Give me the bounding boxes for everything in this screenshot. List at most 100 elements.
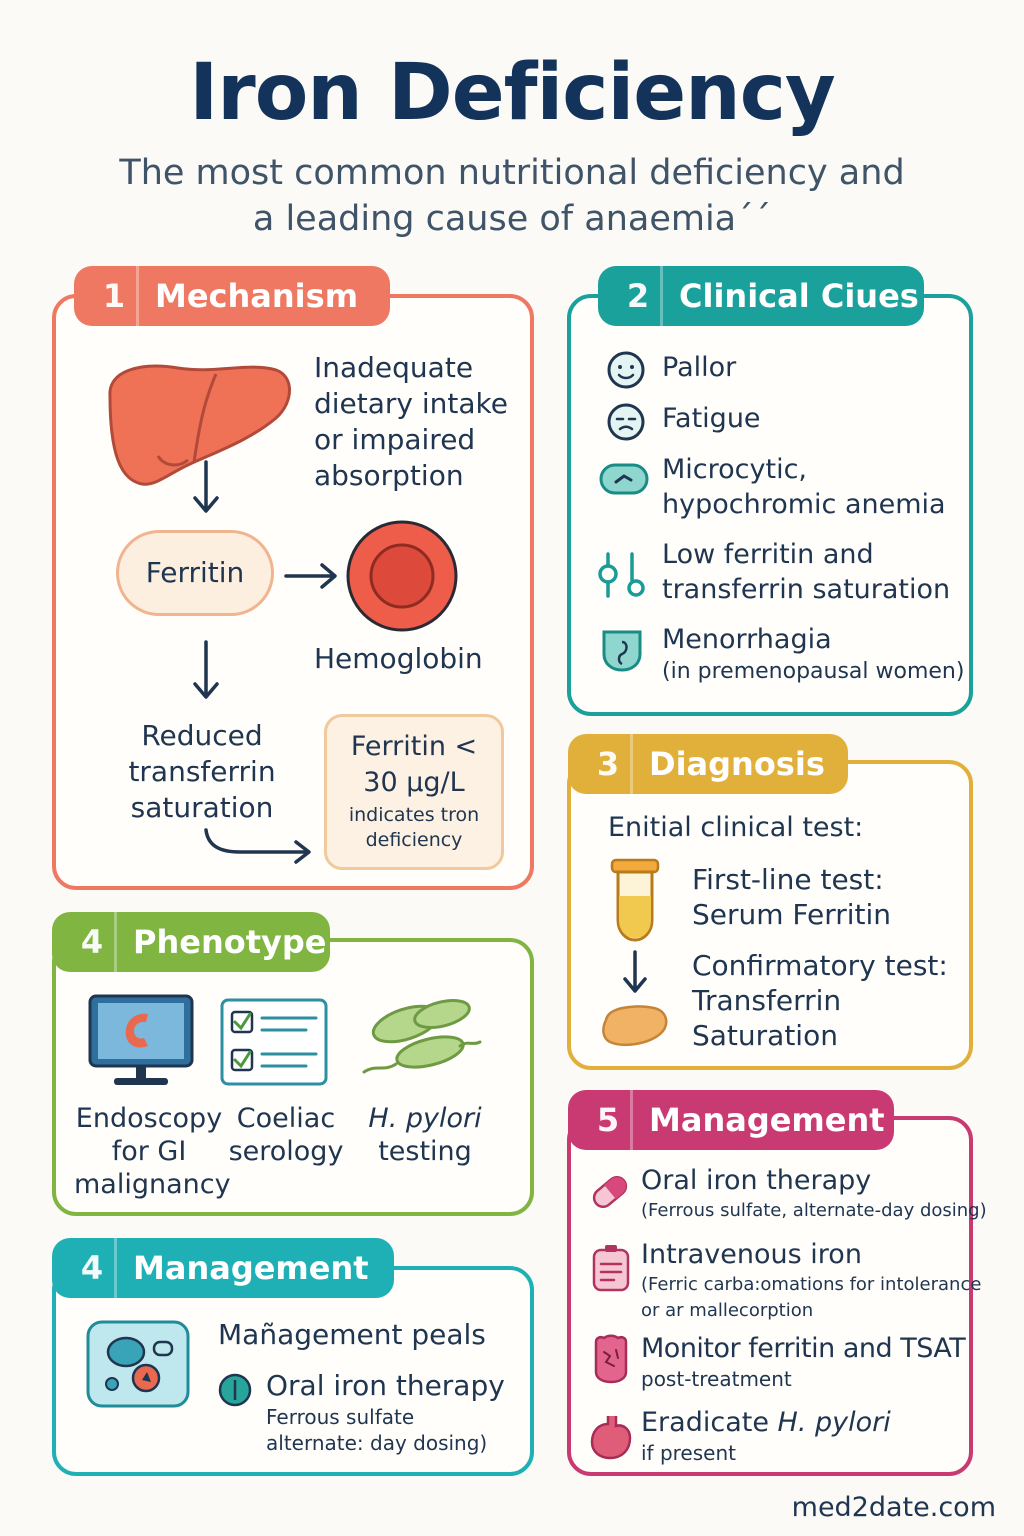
- section-number: 4: [70, 1238, 117, 1298]
- management-item-detail: (Ferrous sulfate, alternate-day dosing): [641, 1200, 987, 1221]
- curved-arrow-icon: [204, 828, 311, 864]
- endoscopy-monitor-icon: [88, 994, 194, 1085]
- management-right-panel: [567, 1116, 973, 1476]
- section-number: 3: [586, 734, 633, 794]
- subtitle-line: The most common nutritional deficiency a…: [119, 153, 905, 193]
- phenotype-line: serology: [228, 1136, 344, 1167]
- clinical-badge: 2 Clinical Ciues: [598, 266, 924, 326]
- bacteria-icon: [362, 999, 482, 1074]
- section-number: 1: [92, 266, 139, 326]
- threshold-note: indicates tron: [348, 804, 480, 826]
- management-item-detail: alternate: day dosing): [266, 1431, 488, 1455]
- diagnosis-badge: 3 Diagnosis: [568, 734, 848, 794]
- test-label: Confirmatory test:: [692, 949, 948, 982]
- footer-site: med2date.com: [791, 1492, 996, 1523]
- clinical-item-title: Microcytic,: [662, 454, 808, 485]
- cause-text: Inadequate dietary intake or impaired ab…: [314, 350, 508, 494]
- face-icon: [607, 351, 645, 389]
- threshold-line: Ferritin <: [350, 731, 478, 762]
- clinical-item: Microcytic, hypochromic anemia: [662, 452, 946, 522]
- diagnosis-intro: Enitial clinical test:: [608, 812, 864, 843]
- title-emphasis: H. pylori: [777, 1407, 891, 1438]
- phenotype-line: Coeliac: [236, 1103, 336, 1134]
- hemoglobin-label: Hemoglobin: [314, 642, 483, 675]
- phenotype-line: malignancy: [74, 1169, 231, 1200]
- phenotype-line: testing: [378, 1136, 472, 1167]
- lab-markers-icon: [598, 552, 645, 598]
- pill-icon: [592, 1175, 628, 1209]
- management-item-detail: (Ferric carba:omations for intolerance: [641, 1274, 982, 1295]
- phenotype-item: Coeliac serology: [226, 1102, 346, 1168]
- tired-face-icon: [607, 403, 645, 441]
- clinical-item-title: Fatigue: [662, 403, 761, 434]
- test-name: Serum Ferritin: [692, 898, 892, 931]
- management-item-title: Intravenous iron: [641, 1239, 862, 1270]
- liver-icon: [108, 364, 291, 486]
- first-line-test: First-line test: Serum Ferritin: [692, 862, 891, 932]
- section-title: Diagnosis: [649, 745, 825, 783]
- arrow-down-icon: [623, 950, 647, 993]
- clinical-item-title: Menorrhagia: [662, 624, 832, 655]
- ferritin-pill: Ferritin: [116, 530, 274, 616]
- phenotype-item: Endoscopy for GI malignancy: [74, 1102, 231, 1201]
- arrow-right-icon: [284, 563, 337, 589]
- uterus-icon: [602, 630, 642, 672]
- management-item: Intravenous iron (Ferric carba:omations …: [641, 1238, 981, 1324]
- ferritin-label: Ferritin: [145, 556, 245, 589]
- mechanism-badge: 1 Mechanism: [74, 266, 390, 326]
- section-number: 2: [616, 266, 663, 326]
- subtitle-line: a leading cause of anaemia´´: [252, 199, 772, 239]
- section-title: Clinical Ciues: [679, 277, 919, 315]
- stomach-icon: [590, 1416, 632, 1460]
- management-item-detail: post-treatment: [641, 1367, 792, 1391]
- clinical-item: Menorrhagia (in premenopausal women): [662, 622, 964, 687]
- section-number: 5: [586, 1090, 633, 1150]
- checklist-icon: [220, 998, 328, 1086]
- ferritin-threshold-box: Ferritin < 30 µg/L indicates tron defici…: [324, 714, 504, 870]
- page-subtitle: The most common nutritional deficiency a…: [62, 150, 962, 242]
- arrow-down-icon: [193, 460, 219, 513]
- phenotype-line: H. pylori: [368, 1103, 482, 1134]
- iv-bag-icon: [592, 1245, 630, 1292]
- clinical-item-detail: transferrin saturation: [662, 574, 951, 605]
- management-item: Oral iron therapy (Ferrous sulfate, alte…: [641, 1164, 987, 1224]
- confirmatory-test: Confirmatory test: Transferrin Saturatio…: [692, 948, 948, 1053]
- phenotype-line: Endoscopy: [75, 1103, 223, 1134]
- red-blood-cell-icon: [346, 520, 458, 632]
- clinical-item: Fatigue: [662, 401, 761, 436]
- reduced-line: Reduced: [141, 719, 263, 752]
- red-blood-cell-icon: [599, 463, 649, 495]
- management-item-title: Oral iron therapy: [266, 1369, 505, 1402]
- title-prefix: Eradicate: [641, 1407, 778, 1438]
- spleen-icon: [602, 1005, 668, 1046]
- clinical-item-title: Pallor: [662, 352, 737, 383]
- test-name: Transferrin: [692, 984, 842, 1017]
- cause-line: Inadequate: [314, 351, 474, 384]
- capsule-icon: [218, 1373, 252, 1407]
- test-name: Saturation: [692, 1019, 838, 1052]
- reduced-line: saturation: [130, 791, 274, 824]
- cause-line: absorption: [314, 459, 464, 492]
- cause-line: dietary intake: [314, 387, 509, 420]
- management-heading: Mañagement peals: [218, 1318, 486, 1351]
- clinical-item: Pallor: [662, 350, 736, 385]
- management-item-title: Oral iron therapy: [641, 1165, 872, 1196]
- management-item: Eradicate H. pylori if present: [641, 1406, 891, 1466]
- phenotype-item: H. pylori testing: [356, 1102, 494, 1168]
- arrow-down-icon: [193, 640, 219, 699]
- clinical-item: Low ferritin and transferrin saturation: [662, 537, 950, 607]
- management-item-detail: Ferrous sulfate: [266, 1405, 415, 1429]
- management-item: Oral iron therapy Ferrous sulfate altern…: [266, 1368, 505, 1456]
- clinical-item-title: Low ferritin and: [662, 539, 874, 570]
- management-item-title: Monitor ferritin and TSAT: [641, 1333, 966, 1364]
- monitor-organ-icon: [594, 1334, 628, 1384]
- cells-icon: [86, 1320, 190, 1408]
- clinical-item-detail: (in premenopausal women): [662, 659, 965, 684]
- cause-line: or impaired: [314, 423, 476, 456]
- section-title: Management: [649, 1101, 885, 1139]
- section-title: Mechanism: [155, 277, 359, 315]
- management-right-badge: 5 Management: [568, 1090, 894, 1150]
- test-label: First-line test:: [692, 863, 884, 896]
